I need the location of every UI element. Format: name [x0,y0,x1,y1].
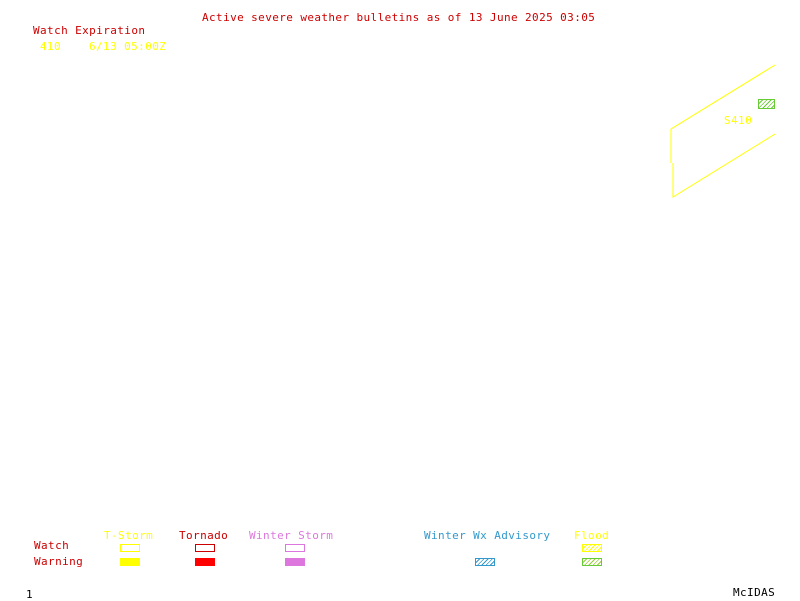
legend-row-label-warning: Warning [34,555,84,568]
page-title: Active severe weather bulletins as of 13… [202,11,596,24]
legend-tstorm-watch-swatch [120,544,140,552]
watch-expiration-heading: Watch Expiration [33,24,146,37]
software-label: McIDAS [733,586,776,599]
watch-box-label: S410 [724,114,753,127]
legend-winter-storm-warning-swatch [285,558,305,566]
legend-tornado-watch-swatch [195,544,215,552]
legend-flood-warning-swatch [582,558,602,566]
legend-flood-watch-swatch [582,544,602,552]
flood-marker-icon [758,99,775,109]
watch-box-outline-lower [672,133,776,198]
legend-label-flood: Flood [574,529,610,542]
watch-expiration-time: 6/13 05:00Z [89,40,167,53]
legend-label-winter-wx-advisory: Winter Wx Advisory [424,529,551,542]
legend-tornado-warning-swatch [195,558,215,566]
legend-label-winter-storm: Winter Storm [249,529,334,542]
frame-number: 1 [26,588,34,601]
watch-expiration-id: 410 [40,40,62,53]
legend-winter-wx-advisory-swatch [475,558,495,566]
legend-winter-storm-watch-swatch [285,544,305,552]
legend-tstorm-warning-swatch [120,558,140,566]
legend-row-label-watch: Watch [34,539,70,552]
watch-box-outline [670,64,776,163]
legend-label-tstorm: T-Storm [104,529,154,542]
legend-label-tornado: Tornado [179,529,229,542]
